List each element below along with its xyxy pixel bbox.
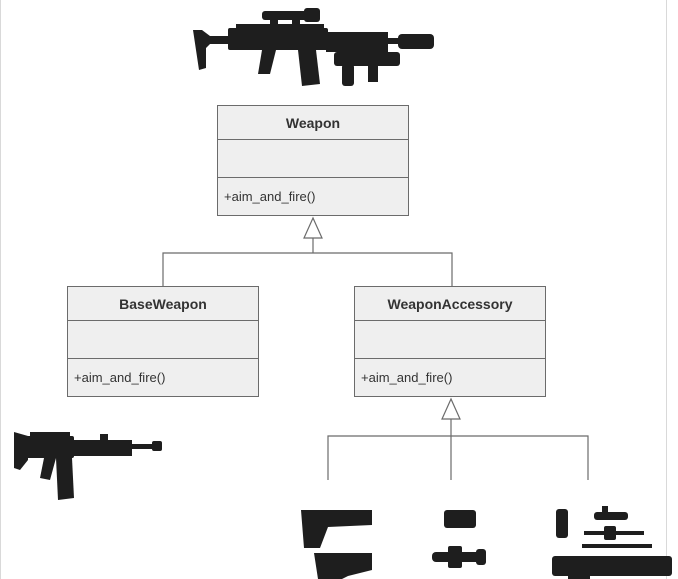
flashlight-image — [594, 506, 628, 520]
class-base-weapon: BaseWeapon +aim_and_fire() — [67, 286, 259, 397]
inheritance-connector-accessory — [327, 397, 589, 480]
vertical-grip-image — [556, 509, 568, 538]
assault-rifle-top-image — [193, 8, 434, 86]
class-base-weapon-attributes — [68, 321, 258, 359]
class-weapon-attributes — [218, 140, 408, 178]
bipod-image — [582, 526, 652, 548]
class-weapon: Weapon +aim_and_fire() — [217, 105, 409, 216]
grenade-launcher-image — [552, 556, 672, 579]
class-base-weapon-name: BaseWeapon — [68, 287, 258, 321]
class-weapon-method: +aim_and_fire() — [224, 189, 316, 204]
class-weapon-accessory-name: WeaponAccessory — [355, 287, 545, 321]
frame-left-border — [0, 0, 1, 579]
frame-right-border — [666, 0, 667, 579]
collapsible-stock-image — [314, 553, 372, 579]
class-weapon-accessory-method: +aim_and_fire() — [361, 370, 453, 385]
class-weapon-name: Weapon — [218, 106, 408, 140]
base-assault-rifle-image — [14, 432, 162, 500]
inheritance-connector-weapon — [162, 216, 453, 287]
class-weapon-accessory: WeaponAccessory +aim_and_fire() — [354, 286, 546, 397]
red-dot-sight-image — [444, 510, 476, 528]
class-weapon-accessory-attributes — [355, 321, 545, 359]
rifle-scope-image — [432, 546, 486, 568]
folding-stock-image — [301, 510, 372, 548]
class-base-weapon-method: +aim_and_fire() — [74, 370, 166, 385]
